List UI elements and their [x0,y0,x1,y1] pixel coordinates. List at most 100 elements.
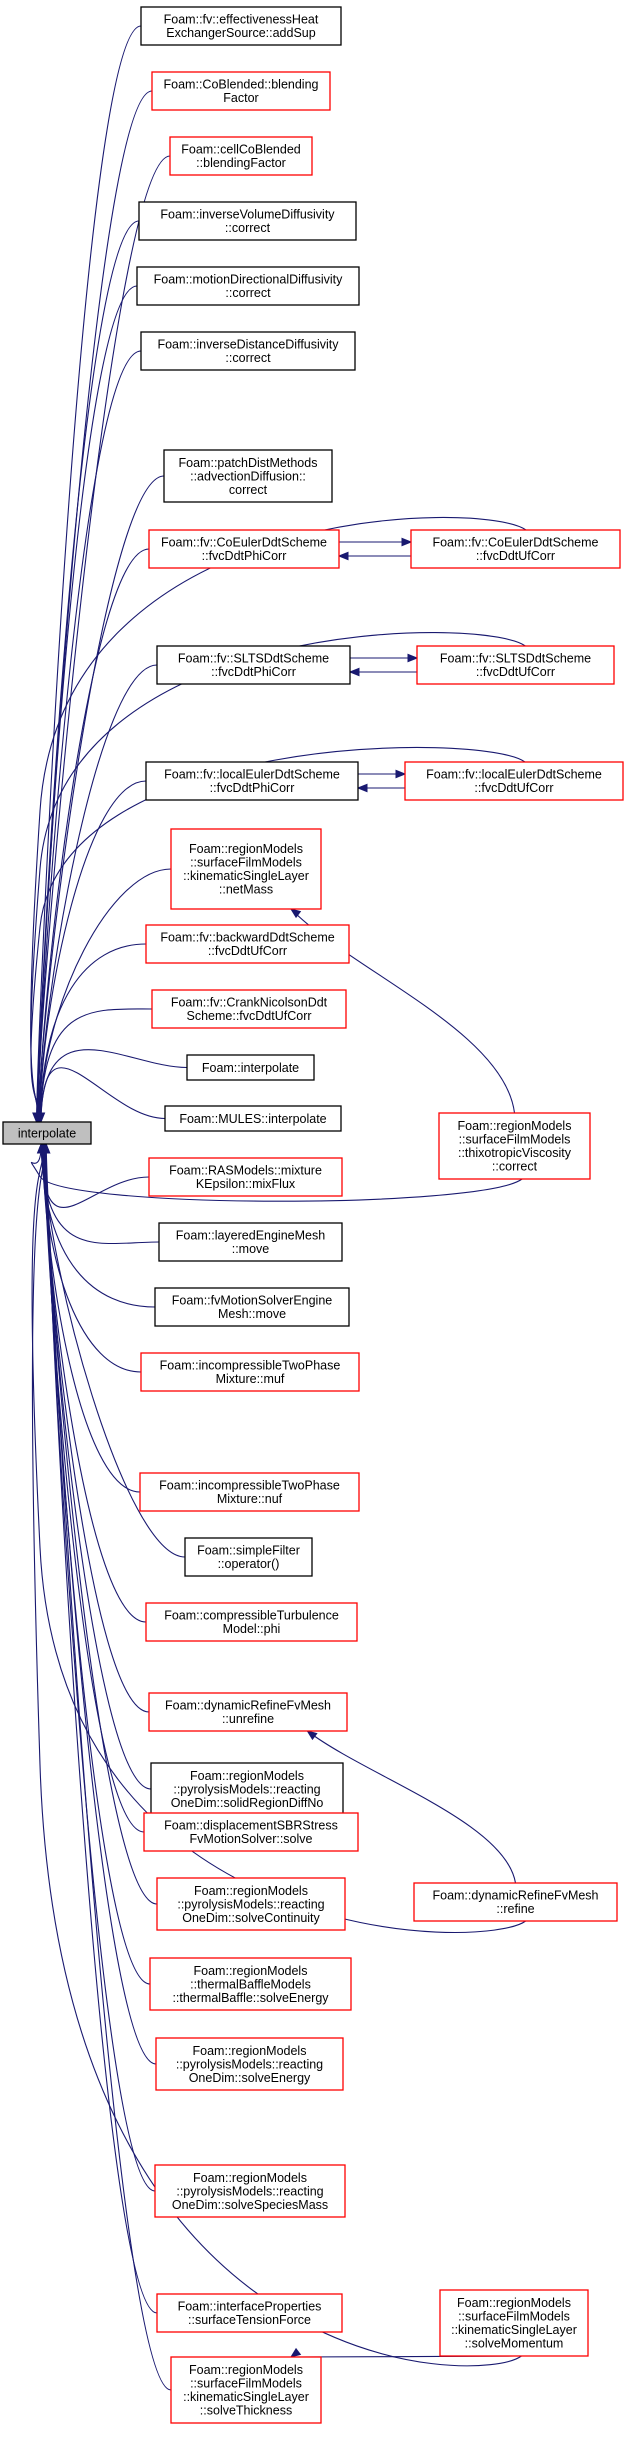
node-n23[interactable]: Foam::dynamicRefineFvMesh::unrefine [148,1692,348,1732]
node-n27[interactable]: Foam::regionModels::thermalBaffleModels:… [149,1957,352,2011]
node-n08-label-line: Foam::fv::CoEulerDdtScheme [161,536,327,550]
edge-arrowhead-33 [35,1112,44,1124]
edge-arrowhead-37 [337,551,349,561]
node-n02[interactable]: Foam::CoBlended::blendingFactor [151,71,331,111]
edge-arrowhead-41 [356,783,368,793]
node-n09-label-line: ::fvcDdtPhiCorr [211,665,296,679]
node-r05[interactable]: Foam::dynamicRefineFvMesh::refine [413,1882,618,1922]
node-n17[interactable]: Foam::layeredEngineMesh::move [158,1222,343,1262]
node-r06-label-line: ::surfaceFilmModels [458,2310,570,2324]
edge-n15-to-root [40,1067,166,1123]
node-n13[interactable]: Foam::fv::CrankNicolsonDdtScheme::fvcDdt… [151,989,347,1029]
node-n14[interactable]: Foam::interpolate [186,1054,315,1081]
node-n20-label-line: Mixture::nuf [217,1492,283,1506]
node-n05-label-line: ::correct [225,286,271,300]
node-n28-label-line: Foam::regionModels [193,2044,307,2058]
node-n11[interactable]: Foam::regionModels::surfaceFilmModels::k… [170,828,322,910]
node-n26-label-line: OneDim::solveContinuity [182,1911,320,1925]
node-r06[interactable]: Foam::regionModels::surfaceFilmModels::k… [439,2289,589,2357]
node-r03[interactable]: Foam::fv::localEulerDdtScheme::fvcDdtUfC… [404,761,624,801]
node-r01[interactable]: Foam::fv::CoEulerDdtScheme::fvcDdtUfCorr [410,529,621,569]
node-n30[interactable]: Foam::interfaceProperties::surfaceTensio… [156,2293,343,2333]
edge-n05-to-root [36,285,138,1123]
node-r05-box [413,1882,618,1922]
node-n13-label-line: Scheme::fvcDdtUfCorr [186,1009,311,1023]
node-n08[interactable]: Foam::fv::CoEulerDdtScheme::fvcDdtPhiCor… [148,529,340,569]
node-r05-label-line: Foam::dynamicRefineFvMesh [432,1889,598,1903]
node-n09-label-line: Foam::fv::SLTSDdtScheme [178,652,329,666]
node-n12[interactable]: Foam::fv::backwardDdtScheme::fvcDdtUfCor… [145,924,350,964]
node-n18-label-line: Foam::fvMotionSolverEngine [172,1294,333,1308]
node-n04[interactable]: Foam::inverseVolumeDiffusivity::correct [138,201,357,241]
node-n29-label-line: ::pyrolysisModels::reacting [176,2184,323,2198]
node-r04-label-line: ::surfaceFilmModels [459,1133,571,1147]
node-r06-label-line: ::kinematicSingleLayer [451,2323,577,2337]
edge-arrowhead-38 [401,537,413,547]
node-n31-label-line: ::solveThickness [200,2404,292,2418]
node-n24[interactable]: Foam::regionModels::pyrolysisModels::rea… [150,1762,344,1816]
node-n26[interactable]: Foam::regionModels::pyrolysisModels::rea… [156,1877,346,1931]
node-n29[interactable]: Foam::regionModels::pyrolysisModels::rea… [154,2164,346,2218]
node-r03-box [404,761,624,801]
edge-r01-to-root [30,516,527,1123]
node-n31-box [170,2356,322,2424]
node-n19-label-line: Mixture::muf [216,1372,285,1386]
root-node-box [2,1121,92,1145]
node-n28-box [155,2037,344,2091]
node-n02-label-line: Foam::CoBlended::blending [164,78,319,92]
root-node[interactable]: interpolate [2,1121,92,1145]
edge-r05-to-root [31,1143,526,1933]
node-n10[interactable]: Foam::fv::localEulerDdtScheme::fvcDdtPhi… [145,761,359,801]
edge-n18-to-root [41,1143,156,1308]
node-n01[interactable]: Foam::fv::effectivenessHeatExchangerSour… [140,6,342,46]
edge-n06-to-root [37,350,142,1123]
node-r03-label-line: ::fvcDdtUfCorr [474,781,553,795]
node-n03[interactable]: Foam::cellCoBlended::blendingFactor [169,136,313,176]
node-n06[interactable]: Foam::inverseDistanceDiffusivity::correc… [140,331,356,371]
node-n07-label-line: ::advectionDiffusion:: [190,469,306,483]
node-layer: Foam::fv::effectivenessHeatExchangerSour… [2,6,624,2424]
node-n03-box [169,136,313,176]
edge-n11-to-root [39,868,172,1123]
node-n13-box [151,989,347,1029]
node-n05-box [136,266,360,306]
node-n31[interactable]: Foam::regionModels::surfaceFilmModels::k… [170,2356,322,2424]
edge-r03-to-root [30,746,526,1123]
node-r06-label-line: Foam::regionModels [457,2296,571,2310]
edge-n04-to-root [36,220,140,1123]
node-n15-label-line: Foam::MULES::interpolate [179,1112,326,1126]
node-n07[interactable]: Foam::patchDistMethods::advectionDiffusi… [163,449,333,503]
node-n21[interactable]: Foam::simpleFilter::operator() [184,1537,313,1577]
node-n06-label-line: Foam::inverseDistanceDiffusivity [157,338,339,352]
node-n25-label-line: FvMotionSolver::solve [190,1832,313,1846]
edge-n08-to-root [38,548,150,1123]
node-n06-box [140,331,356,371]
node-n25[interactable]: Foam::displacementSBRStressFvMotionSolve… [143,1812,359,1852]
edge-arrowhead-42 [395,769,407,779]
edge-n12-to-root [39,943,147,1123]
node-n28[interactable]: Foam::regionModels::pyrolysisModels::rea… [155,2037,344,2091]
node-r04[interactable]: Foam::regionModels::surfaceFilmModels::t… [438,1112,591,1180]
node-n05[interactable]: Foam::motionDirectionalDiffusivity::corr… [136,266,360,306]
node-n16[interactable]: Foam::RASModels::mixtureKEpsilon::mixFlu… [148,1157,343,1197]
node-n09[interactable]: Foam::fv::SLTSDdtScheme::fvcDdtPhiCorr [156,645,351,685]
node-n15[interactable]: Foam::MULES::interpolate [164,1105,342,1132]
node-n23-label-line: Foam::dynamicRefineFvMesh [165,1699,331,1713]
node-n27-label-line: Foam::regionModels [194,1964,308,1978]
node-n14-label-line: Foam::interpolate [202,1061,299,1075]
node-n27-label-line: ::thermalBaffleModels [190,1977,311,1991]
node-n24-label-line: OneDim::solidRegionDiffNo [171,1796,324,1810]
node-n06-label-line: ::correct [225,351,271,365]
node-n27-label-line: ::thermalBaffle::solveEnergy [172,1991,329,2005]
node-n12-box [145,924,350,964]
node-r06-box [439,2289,589,2357]
node-n13-label-line: Foam::fv::CrankNicolsonDdt [171,996,328,1010]
edge-r04-to-root [30,1143,523,1202]
node-n23-label-line: ::unrefine [222,1712,274,1726]
node-r04-label-line: ::thixotropicViscosity [458,1146,572,1160]
node-r02[interactable]: Foam::fv::SLTSDdtScheme::fvcDdtUfCorr [416,645,615,685]
